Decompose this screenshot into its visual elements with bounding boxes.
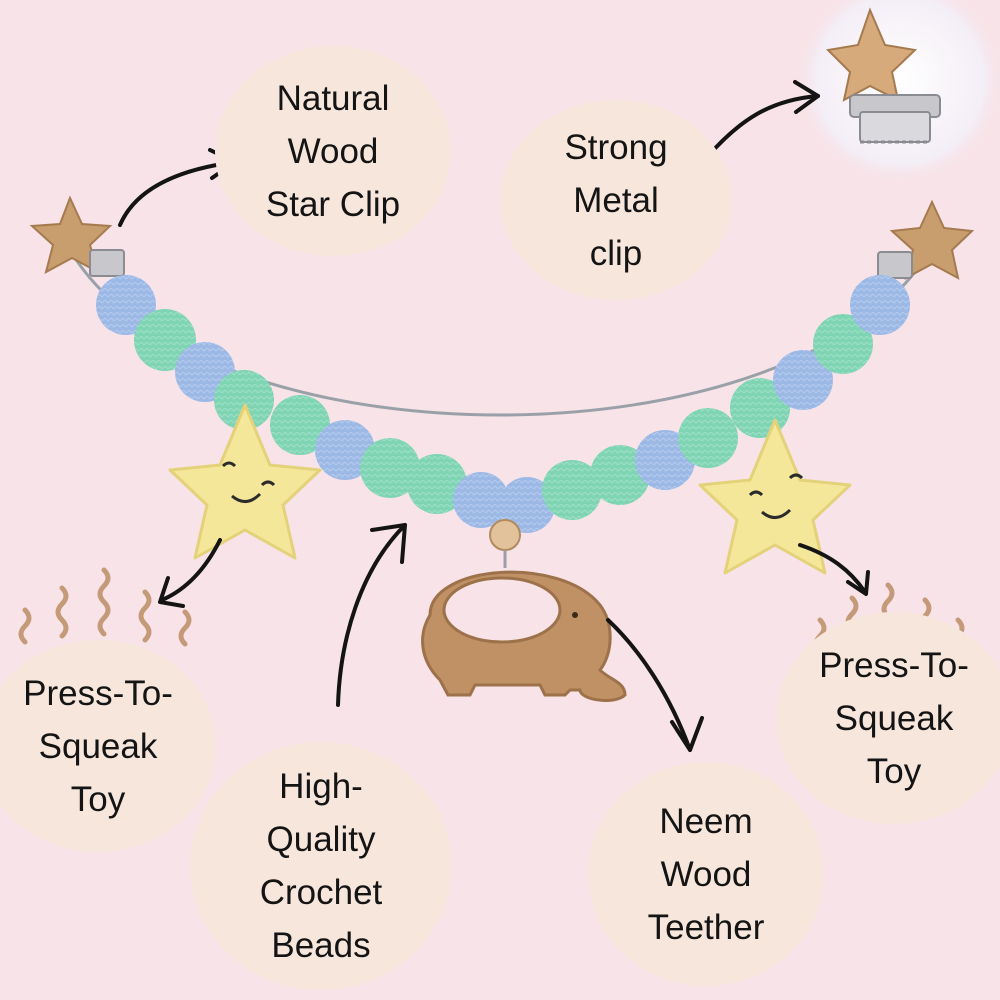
press-to-squeak-left-label: Press-To- Squeak Toy bbox=[0, 640, 216, 852]
squeak-wave-left-icon bbox=[18, 567, 192, 647]
strong-metal-clip-label: Strong Metal clip bbox=[500, 100, 732, 300]
felt-star-left-icon bbox=[168, 403, 322, 560]
press-to-squeak-right-label: Press-To- Squeak Toy bbox=[776, 612, 1000, 824]
neem-wood-teether-text: Neem Wood Teether bbox=[647, 801, 765, 947]
felt-star-right-icon bbox=[698, 418, 852, 575]
wood-star-clip-right-icon bbox=[877, 199, 975, 280]
crochet-beads-label: High- Quality Crochet Beads bbox=[190, 742, 452, 990]
neem-wood-teether-label: Neem Wood Teether bbox=[588, 762, 824, 986]
crochet-beads bbox=[96, 275, 910, 533]
press-to-squeak-right-text: Press-To- Squeak Toy bbox=[819, 645, 969, 791]
arrow-icon bbox=[118, 80, 870, 752]
press-to-squeak-left-text: Press-To- Squeak Toy bbox=[23, 673, 173, 819]
natural-wood-star-clip-text: Natural Wood Star Clip bbox=[265, 78, 401, 224]
crochet-beads-text: High- Quality Crochet Beads bbox=[259, 767, 383, 965]
wood-star-clip-left-icon bbox=[29, 195, 125, 277]
natural-wood-star-clip-label: Natural Wood Star Clip bbox=[215, 46, 451, 256]
elephant-teether-icon bbox=[421, 519, 627, 702]
metal-clip-photo-icon bbox=[795, 0, 1000, 185]
strong-metal-clip-text: Strong Metal clip bbox=[564, 127, 668, 273]
